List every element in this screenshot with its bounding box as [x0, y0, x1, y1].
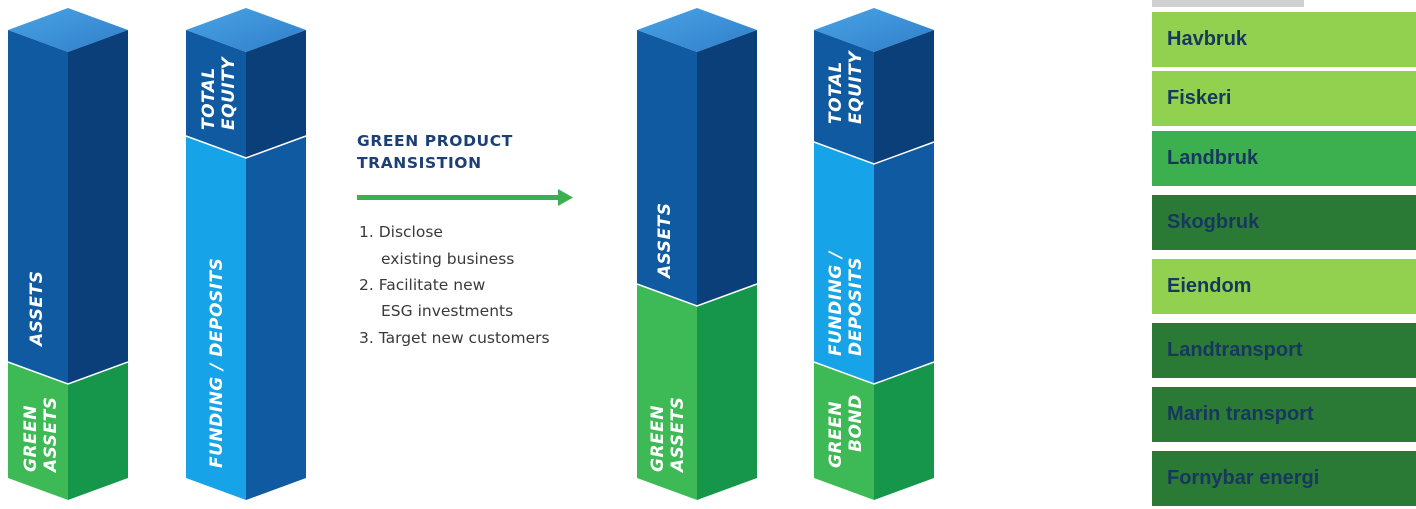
left-funding-label: FUNDING / DEPOSITS [207, 258, 227, 468]
step-2-line2: ESG investments [381, 302, 513, 320]
sector-label: Havbruk [1167, 28, 1248, 50]
right-funding-label-1: FUNDING / [826, 250, 846, 356]
right-funding-column: TOTAL EQUITY FUNDING / DEPOSITS GREEN BO… [813, 8, 935, 500]
left-assets-front [8, 30, 68, 384]
sector-row-skogbruk: Skogbruk [1152, 195, 1416, 253]
sector-table: Havbruk Fiskeri Landbruk Skogbruk Eiendo… [1152, 0, 1416, 509]
transition-arrow-shaft [357, 195, 561, 200]
left-assets-label: ASSETS [27, 271, 47, 349]
right-funding-label-2: DEPOSITS [846, 257, 866, 356]
sector-label: Landtransport [1167, 339, 1303, 361]
left-equity-front [186, 30, 246, 158]
sector-label: Skogbruk [1167, 211, 1260, 233]
sector-row-havbruk: Havbruk [1152, 12, 1416, 70]
right-green-assets-label-2: ASSETS [668, 397, 688, 475]
transition-title-line2: TRANSISTION [357, 154, 482, 172]
sector-row-landtransport: Landtransport [1152, 323, 1416, 381]
sector-row-landbruk: Landbruk [1152, 131, 1416, 189]
sector-row-marin-transport: Marin transport [1152, 387, 1416, 445]
sector-row-eiendom: Eiendom [1152, 259, 1416, 317]
right-assets-front [637, 30, 697, 306]
sector-label: Landbruk [1167, 147, 1259, 169]
right-green-assets-front [637, 284, 697, 500]
sector-label: Marin transport [1167, 403, 1314, 425]
right-green-bond-label-2: BOND [846, 394, 866, 452]
left-total-equity-label-1: TOTAL [199, 67, 219, 130]
left-total-equity-label-2: EQUITY [219, 56, 239, 130]
left-assets-column: ASSETS GREEN ASSETS [7, 8, 129, 500]
right-green-bond-front [814, 362, 874, 500]
transition-title-line1: GREEN PRODUCT [357, 132, 513, 150]
left-green-assets-front [8, 362, 68, 500]
left-assets-side [68, 30, 128, 384]
left-equity-side [246, 30, 306, 158]
right-total-equity-label-1: TOTAL [826, 61, 846, 124]
left-green-assets-label-1: GREEN [21, 405, 41, 472]
step-1-line1: 1. Disclose [359, 223, 443, 241]
right-funding-front [814, 142, 874, 384]
step-2-line1: 2. Facilitate new [359, 276, 486, 294]
sector-label: Eiendom [1167, 275, 1252, 297]
right-total-equity-label-2: EQUITY [846, 50, 866, 124]
left-funding-front [186, 136, 246, 500]
transition-block: GREEN PRODUCT TRANSISTION 1. Disclose ex… [357, 132, 573, 347]
right-assets-column: ASSETS GREEN ASSETS [636, 8, 758, 500]
right-equity-side [874, 30, 934, 164]
step-3-line1: 3. Target new customers [359, 329, 550, 347]
right-green-bond-side [874, 362, 934, 500]
transition-arrow-head [558, 189, 573, 206]
right-equity-front [814, 30, 874, 164]
left-green-assets-label-2: ASSETS [41, 397, 61, 475]
left-funding-side [246, 136, 306, 500]
right-green-assets-side [697, 284, 757, 500]
right-green-bond-label-1: GREEN [826, 401, 846, 468]
left-green-assets-side [68, 362, 128, 500]
sector-table-header [1152, 0, 1304, 7]
sector-label: Fiskeri [1167, 87, 1232, 109]
right-funding-side [874, 142, 934, 384]
step-1-line2: existing business [381, 250, 514, 268]
sector-row-fiskeri: Fiskeri [1152, 71, 1416, 129]
sector-label: Fornybar energi [1167, 467, 1320, 489]
right-green-assets-label-1: GREEN [648, 405, 668, 472]
left-funding-column: TOTAL EQUITY FUNDING / DEPOSITS [185, 8, 307, 500]
sector-row-fornybar-energi: Fornybar energi [1152, 451, 1416, 509]
right-assets-label: ASSETS [655, 203, 675, 281]
right-assets-side [697, 30, 757, 306]
